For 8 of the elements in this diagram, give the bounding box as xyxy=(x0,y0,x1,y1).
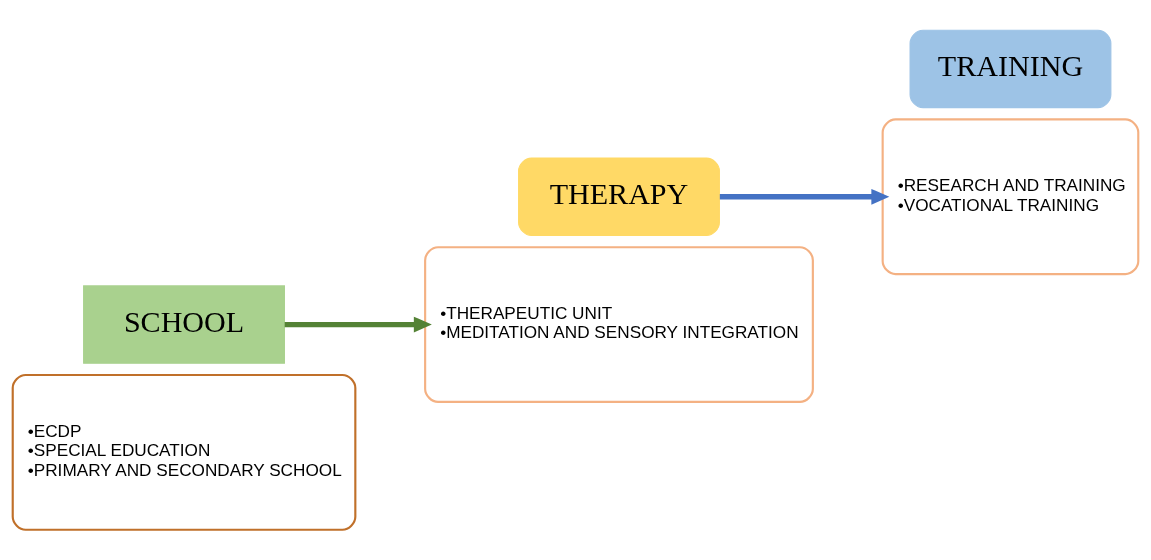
node-box: TRAINING xyxy=(909,29,1112,109)
arrow xyxy=(719,188,890,205)
arrow xyxy=(284,316,432,333)
node-box: •THERAPEUTIC UNIT •MEDITATION AND SENSORY INTEGRATION xyxy=(424,246,814,403)
node-box: THERAPY xyxy=(518,157,720,236)
node-box: SCHOOL xyxy=(83,285,285,364)
node-box: •ECDP •SPECIAL EDUCATION •PRIMARY AND SECONDARY SCHOOL xyxy=(11,373,357,531)
node-box: •RESEARCH AND TRAINING •VOCATIONAL TRAINING xyxy=(881,118,1140,276)
